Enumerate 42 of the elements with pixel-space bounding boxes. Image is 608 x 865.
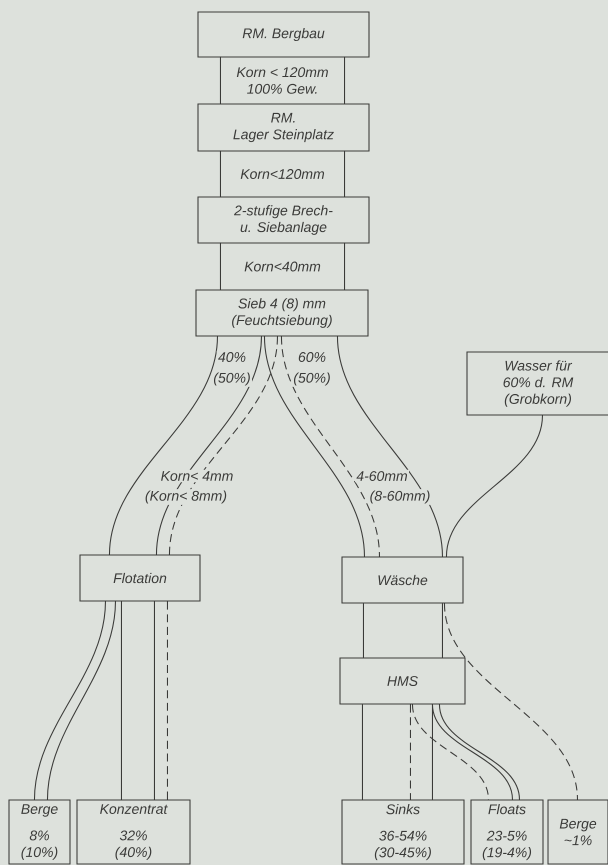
- flow-line: [120, 602, 122, 800]
- flow-label: (8-60mm): [368, 489, 432, 505]
- flow-line: [446, 415, 543, 557]
- process-box: Berge 8% (10%): [8, 799, 71, 865]
- flow-label: (50%): [212, 371, 252, 387]
- flow-line: [442, 604, 443, 658]
- flow-line: [168, 336, 278, 555]
- process-box: Floats 23-5% (19-4%): [470, 799, 544, 865]
- flow-label: 4-60mm: [355, 470, 409, 482]
- flow-line: [432, 704, 513, 800]
- flow-label: (50%): [292, 371, 332, 387]
- flow-line: [108, 336, 218, 555]
- flow-line: [444, 603, 578, 800]
- process-box: Berge ~1%: [547, 799, 608, 865]
- flow-band: Korn<120mm: [220, 150, 346, 198]
- process-box: Sieb 4 (8) mm (Feuchtsiebung): [195, 289, 369, 337]
- process-box: HMS: [339, 657, 466, 705]
- flow-label: Korn< 4mm: [159, 470, 235, 482]
- process-box: Konzentrat 32% (40%): [76, 799, 191, 865]
- flow-band: Korn<40mm: [220, 242, 346, 291]
- process-box: Flotation: [79, 554, 201, 602]
- flow-label: 60%: [296, 350, 328, 364]
- flow-line: [154, 602, 155, 800]
- process-box: Wäsche: [341, 556, 464, 604]
- flow-line: [264, 336, 365, 557]
- flow-line: [46, 602, 116, 800]
- flow-line: [34, 602, 106, 800]
- process-box: Sinks 36-54% (30-45%): [341, 799, 465, 865]
- process-box: Wasser für 60% d. RM (Grobkorn): [466, 351, 608, 416]
- flow-label: 40%: [216, 350, 248, 364]
- process-box: RM. Bergbau: [197, 11, 370, 58]
- flow-band: Korn < 120mm 100% Gew.: [220, 56, 346, 105]
- flow-label: (Korn< 8mm): [144, 489, 228, 505]
- flow-line: [362, 704, 363, 800]
- flow-line: [438, 704, 520, 800]
- flow-line: [410, 704, 411, 800]
- flow-line: [336, 336, 443, 557]
- flow-line: [362, 604, 364, 658]
- process-box: RM. Lager Steinplatz: [197, 103, 370, 152]
- process-box: 2-stufige Brech- u. Siebanlage: [197, 196, 370, 244]
- flow-line: [280, 336, 380, 557]
- flow-line: [166, 602, 168, 800]
